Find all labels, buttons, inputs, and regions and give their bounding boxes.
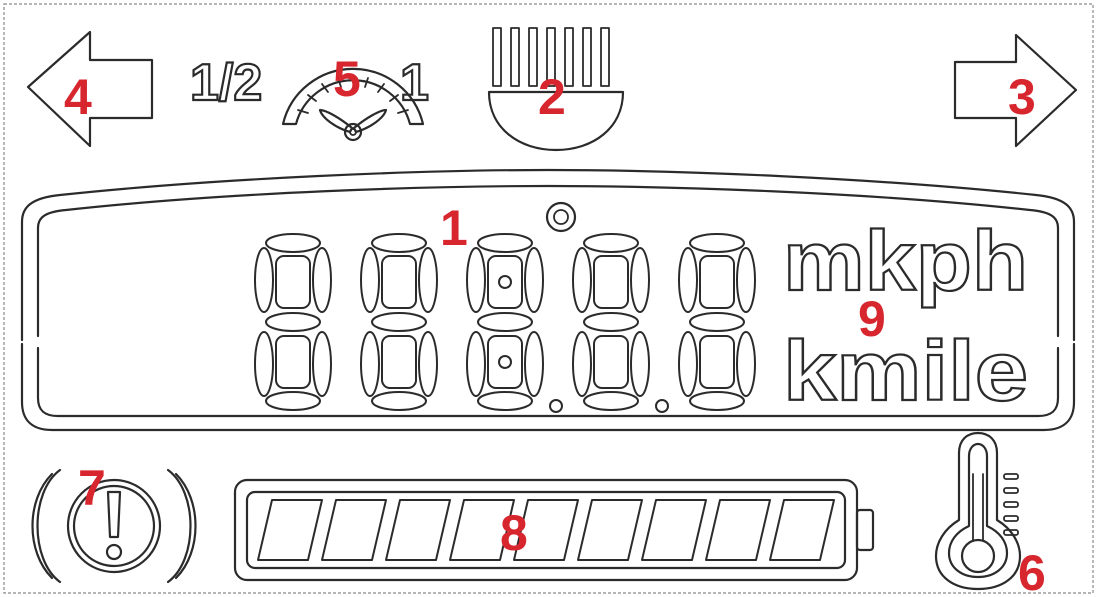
unit-bottom-label: kmile (783, 324, 1028, 418)
callout-2: 2 (538, 69, 566, 125)
colon-dot-lower (498, 355, 512, 369)
digit-4 (572, 233, 669, 413)
segment-h-1 (265, 233, 321, 253)
thermometer-icon (934, 431, 1022, 591)
segment-v-4 (736, 331, 756, 397)
panel-border (3, 3, 1094, 594)
segment-v-2 (524, 247, 544, 313)
segment-v-1 (466, 247, 486, 313)
battery-segment (641, 499, 707, 561)
segment-h-2 (477, 312, 533, 332)
segment-v-3 (678, 331, 698, 397)
callout-5: 5 (333, 51, 361, 107)
segment-h-2 (583, 312, 639, 332)
segment-h-2 (371, 312, 427, 332)
segment-pane-lower (487, 335, 523, 389)
segment-h-2 (265, 312, 321, 332)
callout-6: 6 (1018, 545, 1046, 597)
callout-9: 9 (858, 291, 886, 347)
segment-pane-upper (699, 255, 735, 309)
high-beam-icon (487, 27, 625, 152)
segment-v-2 (418, 247, 438, 313)
segment-pane-upper (487, 255, 523, 309)
digit-1 (254, 233, 332, 411)
decimal-point (549, 399, 563, 413)
battery-segments (257, 499, 835, 561)
segment-h-1 (583, 233, 639, 253)
decimal-point (655, 399, 669, 413)
battery-segment (257, 499, 323, 561)
segment-v-4 (312, 331, 332, 397)
segment-pane-upper (275, 255, 311, 309)
segment-v-3 (254, 331, 274, 397)
segment-v-1 (572, 247, 592, 313)
unit-top-label: mkph (783, 214, 1028, 308)
segment-v-1 (254, 247, 274, 313)
segment-v-4 (418, 331, 438, 397)
battery-segment (769, 499, 835, 561)
battery-segment (705, 499, 771, 561)
colon-dot-upper (498, 275, 512, 289)
segment-v-1 (360, 247, 380, 313)
segment-h-3 (477, 391, 533, 411)
segment-v-2 (630, 247, 650, 313)
segment-h-1 (689, 233, 745, 253)
segment-h-2 (689, 312, 745, 332)
segment-pane-lower (593, 335, 629, 389)
callout-1: 1 (440, 200, 468, 256)
seven-segment-display (254, 233, 756, 413)
segment-v-2 (736, 247, 756, 313)
segment-v-3 (466, 331, 486, 397)
battery-segment (449, 499, 515, 561)
gauge-dial-icon (281, 67, 425, 142)
segment-v-3 (572, 331, 592, 397)
segment-h-3 (371, 391, 427, 411)
battery-segment (321, 499, 387, 561)
segment-h-1 (371, 233, 427, 253)
segment-h-3 (583, 391, 639, 411)
segment-pane-lower (381, 335, 417, 389)
segment-h-1 (477, 233, 533, 253)
callout-4: 4 (64, 69, 92, 125)
segment-h-3 (265, 391, 321, 411)
degree-icon (545, 201, 577, 233)
segment-pane-lower (275, 335, 311, 389)
digit-5 (678, 233, 756, 411)
segment-pane-upper (381, 255, 417, 309)
right-arrow-icon (953, 33, 1078, 148)
callout-7: 7 (78, 460, 106, 516)
headlight-half-label: 1/2 (190, 54, 262, 112)
segment-v-4 (524, 331, 544, 397)
digit-3 (466, 233, 563, 413)
digit-frame (20, 168, 1076, 432)
brake-warning-icon (31, 468, 197, 584)
segment-h-3 (689, 391, 745, 411)
battery-bar-icon (233, 478, 875, 582)
segment-pane-lower (699, 335, 735, 389)
left-arrow-icon (26, 30, 154, 148)
segment-v-2 (312, 247, 332, 313)
battery-segment (385, 499, 451, 561)
battery-segment (577, 499, 643, 561)
battery-segment (513, 499, 579, 561)
callout-8: 8 (500, 505, 528, 561)
segment-v-3 (360, 331, 380, 397)
callout-3: 3 (1008, 69, 1036, 125)
segment-v-4 (630, 331, 650, 397)
segment-pane-upper (593, 255, 629, 309)
digit-2 (360, 233, 438, 411)
segment-v-1 (678, 247, 698, 313)
